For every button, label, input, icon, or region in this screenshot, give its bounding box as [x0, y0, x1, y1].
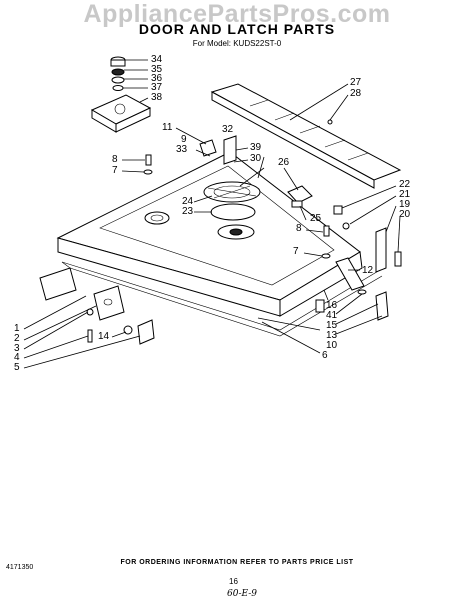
- part-16-plate: [315, 299, 325, 313]
- callout-10: 10: [326, 340, 338, 351]
- part-34-cap: [110, 56, 126, 67]
- callout-2: 2: [14, 333, 20, 344]
- washer-7-right: [321, 253, 331, 259]
- part-1-hinge-cover: [39, 267, 77, 301]
- callout-27: 27: [350, 77, 362, 88]
- part-19-hinge-bracket: [375, 227, 387, 273]
- part-2-hinge-bracket: [93, 285, 125, 321]
- callout-38: 38: [151, 92, 163, 103]
- callout-26: 26: [278, 157, 290, 168]
- callout-11: 11: [162, 122, 173, 133]
- page-number: 16: [229, 577, 238, 586]
- part-12-hinge-arm: [335, 257, 365, 291]
- ordering-note: FOR ORDERING INFORMATION REFER TO PARTS …: [120, 559, 354, 566]
- part-number: 4171350: [6, 564, 34, 571]
- callout-34: 34: [151, 54, 163, 65]
- callout-19: 19: [399, 199, 411, 210]
- part-41-screw: [357, 289, 367, 295]
- part-21-screw: [342, 222, 350, 230]
- callout-21: 21: [399, 189, 411, 200]
- callout-23: 23: [182, 206, 194, 217]
- part-15-hinge: [375, 291, 389, 321]
- callout-7-left: 7: [112, 165, 118, 176]
- part-37-ring: [112, 85, 124, 91]
- callout-3: 3: [14, 343, 20, 354]
- callout-32: 32: [222, 124, 234, 135]
- callout-12: 12: [362, 265, 374, 276]
- callout-41: 41: [326, 310, 338, 321]
- callout-13: 13: [326, 330, 338, 341]
- callout-30: 30: [250, 153, 262, 164]
- part-38-vent-assembly: [90, 94, 152, 133]
- callout-39: 39: [250, 142, 262, 153]
- part-14-link: [123, 319, 155, 345]
- part-23-dispenser-cup: [210, 203, 256, 240]
- callout-8-right: 8: [296, 223, 302, 234]
- part-39-latch-bracket: [223, 135, 237, 165]
- callout-22: 22: [399, 179, 411, 190]
- outer-door-skin: [61, 261, 383, 354]
- callout-7-right: 7: [293, 246, 299, 257]
- part-27-vent-grille: [210, 83, 402, 189]
- callout-20: 20: [399, 209, 411, 220]
- callout-37: 37: [151, 82, 163, 93]
- screw-8-right: [323, 225, 330, 237]
- callout-28: 28: [350, 88, 362, 99]
- part-26-rinse-aid-cap: [287, 185, 313, 208]
- diagram-title: DOOR AND LATCH PARTS: [138, 21, 336, 37]
- part-24-dispenser-lid: [203, 181, 261, 203]
- callout-9: 9: [181, 134, 187, 145]
- callout-15: 15: [326, 320, 338, 331]
- callout-35: 35: [151, 64, 163, 75]
- part-4-screw: [87, 329, 93, 343]
- callout-24: 24: [182, 196, 194, 207]
- part-32-strike: [199, 139, 217, 157]
- screw-8-left: [145, 154, 152, 166]
- part-36-washer: [111, 76, 125, 84]
- part-22-clip: [333, 205, 343, 215]
- part-35-spring: [111, 68, 125, 76]
- part-20-spring: [394, 251, 402, 267]
- callout-36: 36: [151, 73, 163, 84]
- callout-14: 14: [98, 331, 110, 342]
- model-line: For Model: KUDS22ST-0: [192, 39, 282, 48]
- washer-7-left: [143, 169, 153, 175]
- callout-4: 4: [14, 352, 20, 363]
- callout-1: 1: [14, 323, 20, 334]
- handwritten-note: 60-E-9: [227, 589, 257, 599]
- callout-33: 33: [176, 144, 188, 155]
- callout-8-left: 8: [112, 154, 118, 165]
- callout-25: 25: [310, 213, 322, 224]
- callout-5: 5: [14, 362, 20, 373]
- callout-6: 6: [322, 350, 328, 361]
- callout-16: 16: [326, 300, 338, 311]
- watermark: AppliancePartsPros.com: [83, 0, 391, 28]
